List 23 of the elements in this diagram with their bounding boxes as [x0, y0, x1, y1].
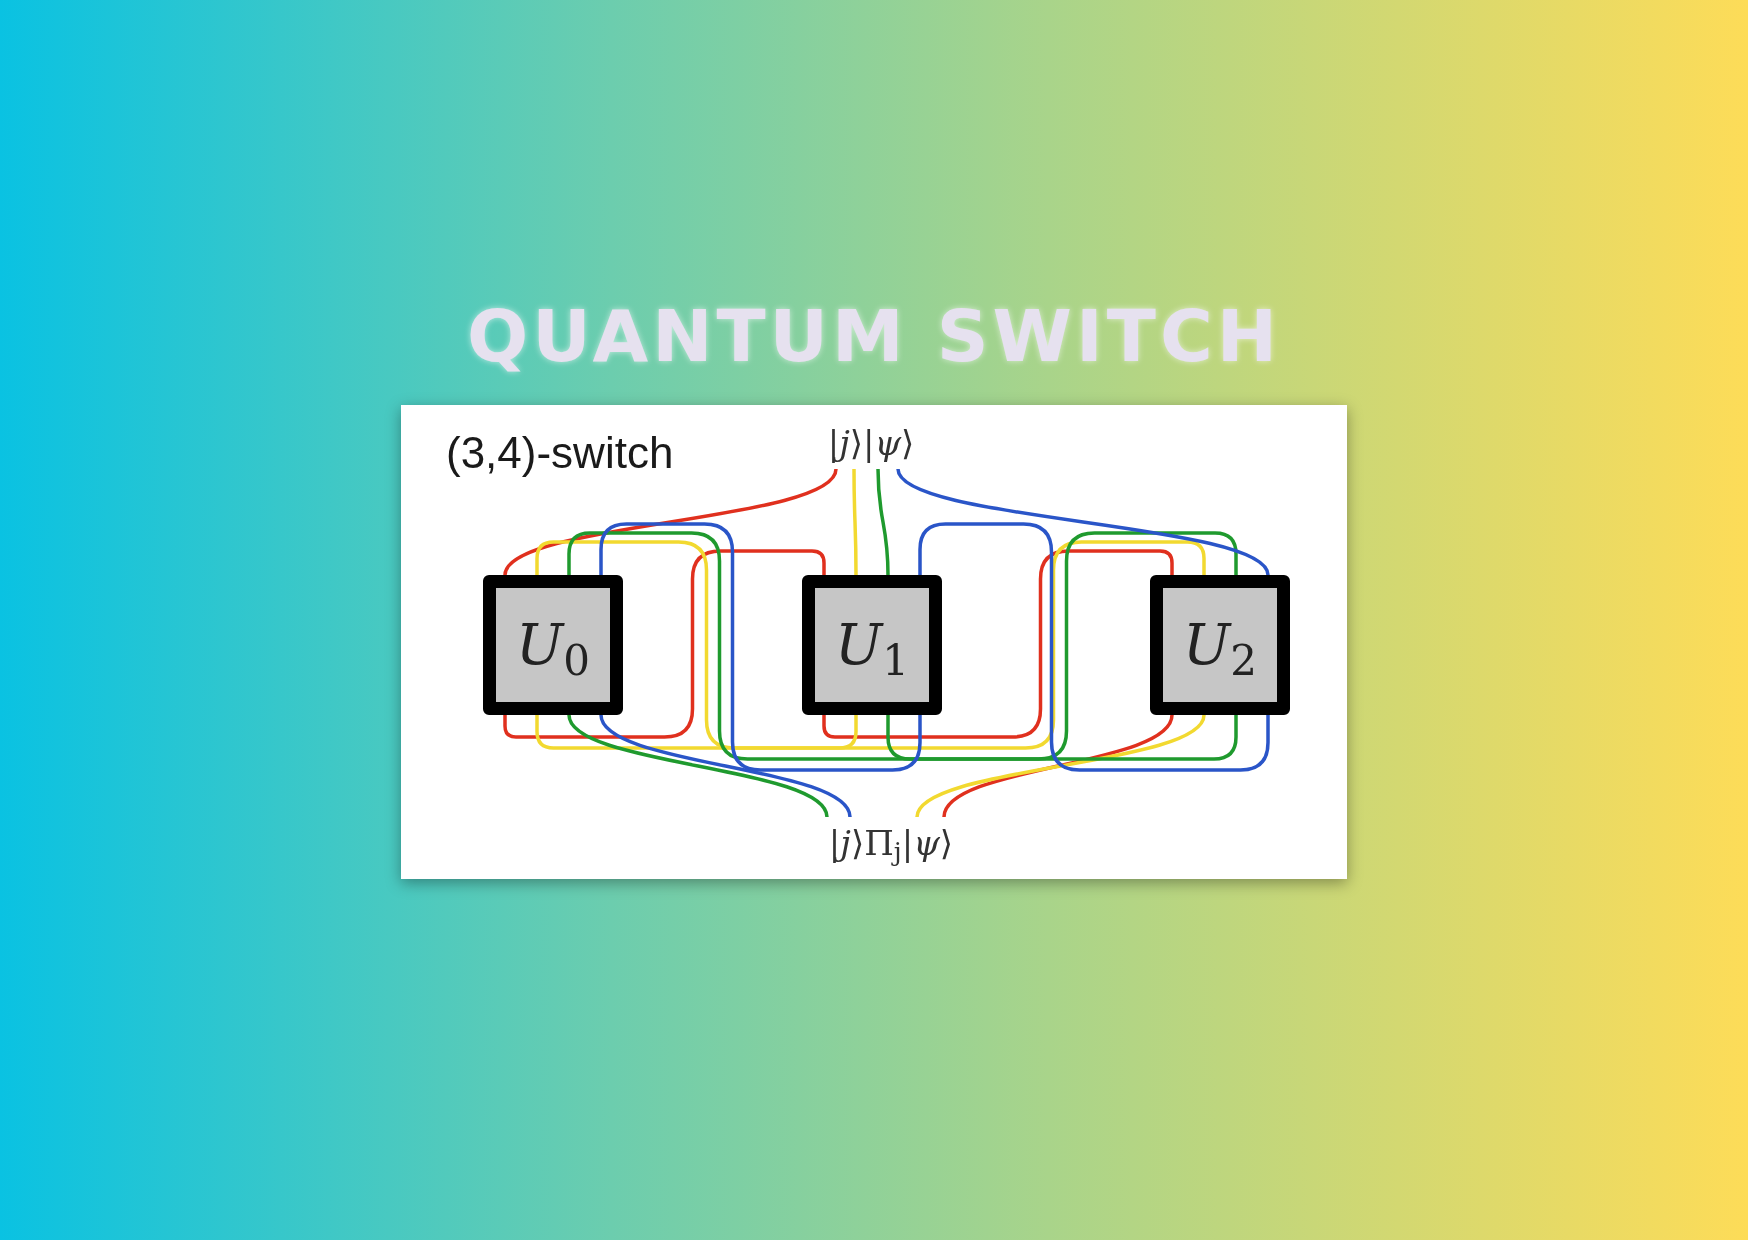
- wire: [567, 714, 829, 818]
- wire: [503, 468, 838, 576]
- wire: [876, 468, 890, 576]
- wire: [535, 540, 1206, 750]
- wire: [599, 522, 922, 772]
- wire: [503, 549, 826, 739]
- wire: [822, 549, 1174, 739]
- title: QUANTUM SWITCH: [467, 300, 1281, 372]
- wire: [896, 468, 1270, 576]
- wire: [599, 714, 852, 818]
- gate-box: [802, 575, 942, 715]
- wire: [852, 469, 858, 575]
- gate-label: U$_{1}$: [835, 617, 909, 673]
- gate-box: [483, 575, 623, 715]
- switch-caption: (3,4)-switch: [446, 427, 674, 479]
- wire: [942, 714, 1174, 818]
- ket-label: |j⟩|ψ⟩: [796, 417, 946, 469]
- wire: [918, 522, 1270, 772]
- gate-box: [1150, 575, 1290, 715]
- ket-label: |j⟩Π$_{j}$|ψ⟩: [786, 817, 996, 869]
- wire: [915, 714, 1206, 818]
- wire: [567, 531, 1238, 761]
- gate-label: U$_{2}$: [1183, 617, 1257, 673]
